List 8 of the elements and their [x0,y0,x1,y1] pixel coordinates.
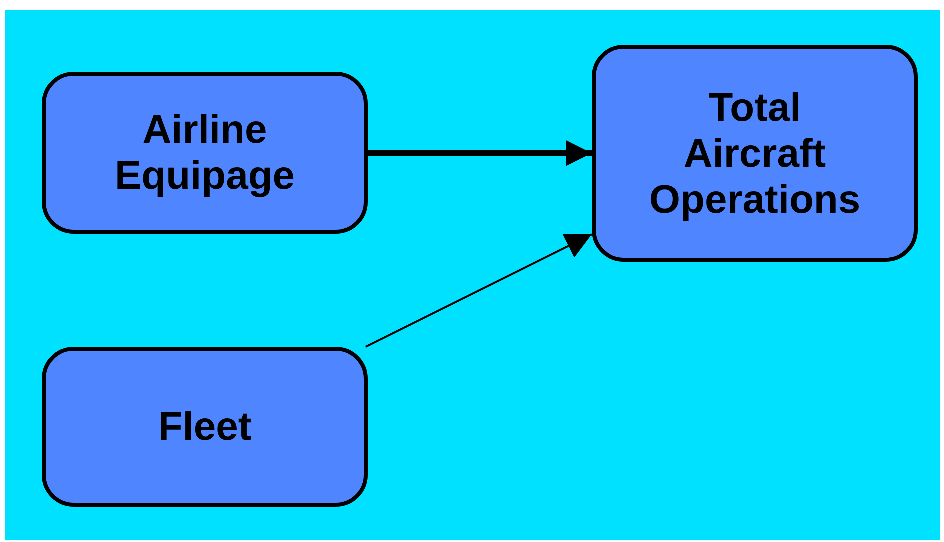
process-box [42,72,368,234]
node-label: Fleet [158,404,252,450]
node-label: Airline Equipage [114,107,296,199]
arrow [365,234,592,348]
process-box [42,347,368,507]
node-label: Total Aircraft Operations [648,84,862,222]
process-box [592,45,918,262]
arrow [368,140,592,166]
